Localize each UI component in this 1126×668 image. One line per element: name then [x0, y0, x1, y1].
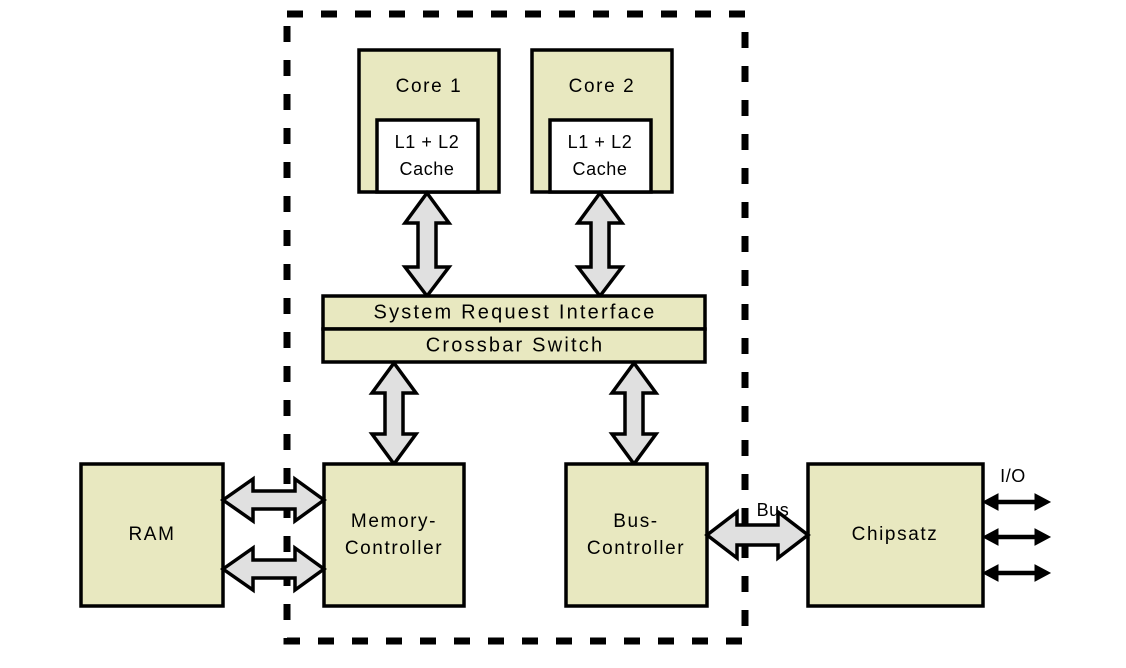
arrow-core2-to-sri [574, 190, 626, 299]
core-1-cache-label-line2: Cache [399, 159, 454, 179]
bus-controller-label-line2: Controller [587, 538, 685, 559]
bus-controller-label-line1: Bus- [613, 511, 658, 532]
memory-controller-group: Memory- Controller [322, 462, 466, 608]
chipsatz-label: Chipsatz [852, 524, 939, 545]
ram-group: RAM [79, 462, 225, 608]
arrow-ram-to-memory-controller-upper [219, 475, 327, 525]
core-1-cache-label-line1: L1 + L2 [395, 132, 460, 152]
bus-controller-box[interactable] [564, 462, 709, 608]
system-request-interface-group: System Request Interface [321, 294, 707, 331]
io-label: I/O [1000, 466, 1026, 486]
io-arrow-3 [981, 564, 1052, 582]
bus-controller-group: Bus- Controller [564, 462, 709, 608]
core-2-cache-label-line2: Cache [572, 159, 627, 179]
bus-connection-label: Bus [757, 500, 790, 520]
core-1-group: Core 1 L1 + L2 Cache [357, 48, 501, 194]
core-2-cache-label-line1: L1 + L2 [568, 132, 633, 152]
ram-label: RAM [128, 524, 175, 545]
crossbar-switch-bar[interactable] [321, 327, 707, 364]
arrow-core1-to-sri [401, 190, 453, 299]
arrow-crossbar-to-memory-controller [368, 360, 420, 467]
core-2-cache-box[interactable] [548, 118, 653, 194]
arrow-crossbar-to-bus-controller [608, 360, 660, 467]
io-arrow-1 [981, 493, 1052, 511]
memory-controller-box[interactable] [322, 462, 466, 608]
core-2-label: Core 2 [569, 76, 636, 97]
arrow-bus-controller-to-chipsatz [704, 508, 811, 562]
memory-controller-label-line2: Controller [345, 538, 443, 559]
arrow-ram-to-memory-controller-lower [219, 544, 327, 594]
io-arrow-2 [981, 528, 1052, 546]
crossbar-switch-group: Crossbar Switch [321, 327, 707, 364]
system-request-interface-label: System Request Interface [374, 301, 657, 323]
chipsatz-group: Chipsatz [806, 462, 985, 608]
ram-box[interactable] [79, 462, 225, 608]
core-2-group: Core 2 L1 + L2 Cache [530, 48, 674, 194]
memory-controller-label-line1: Memory- [351, 511, 437, 532]
core-1-label: Core 1 [396, 76, 463, 97]
crossbar-switch-label: Crossbar Switch [426, 334, 605, 356]
